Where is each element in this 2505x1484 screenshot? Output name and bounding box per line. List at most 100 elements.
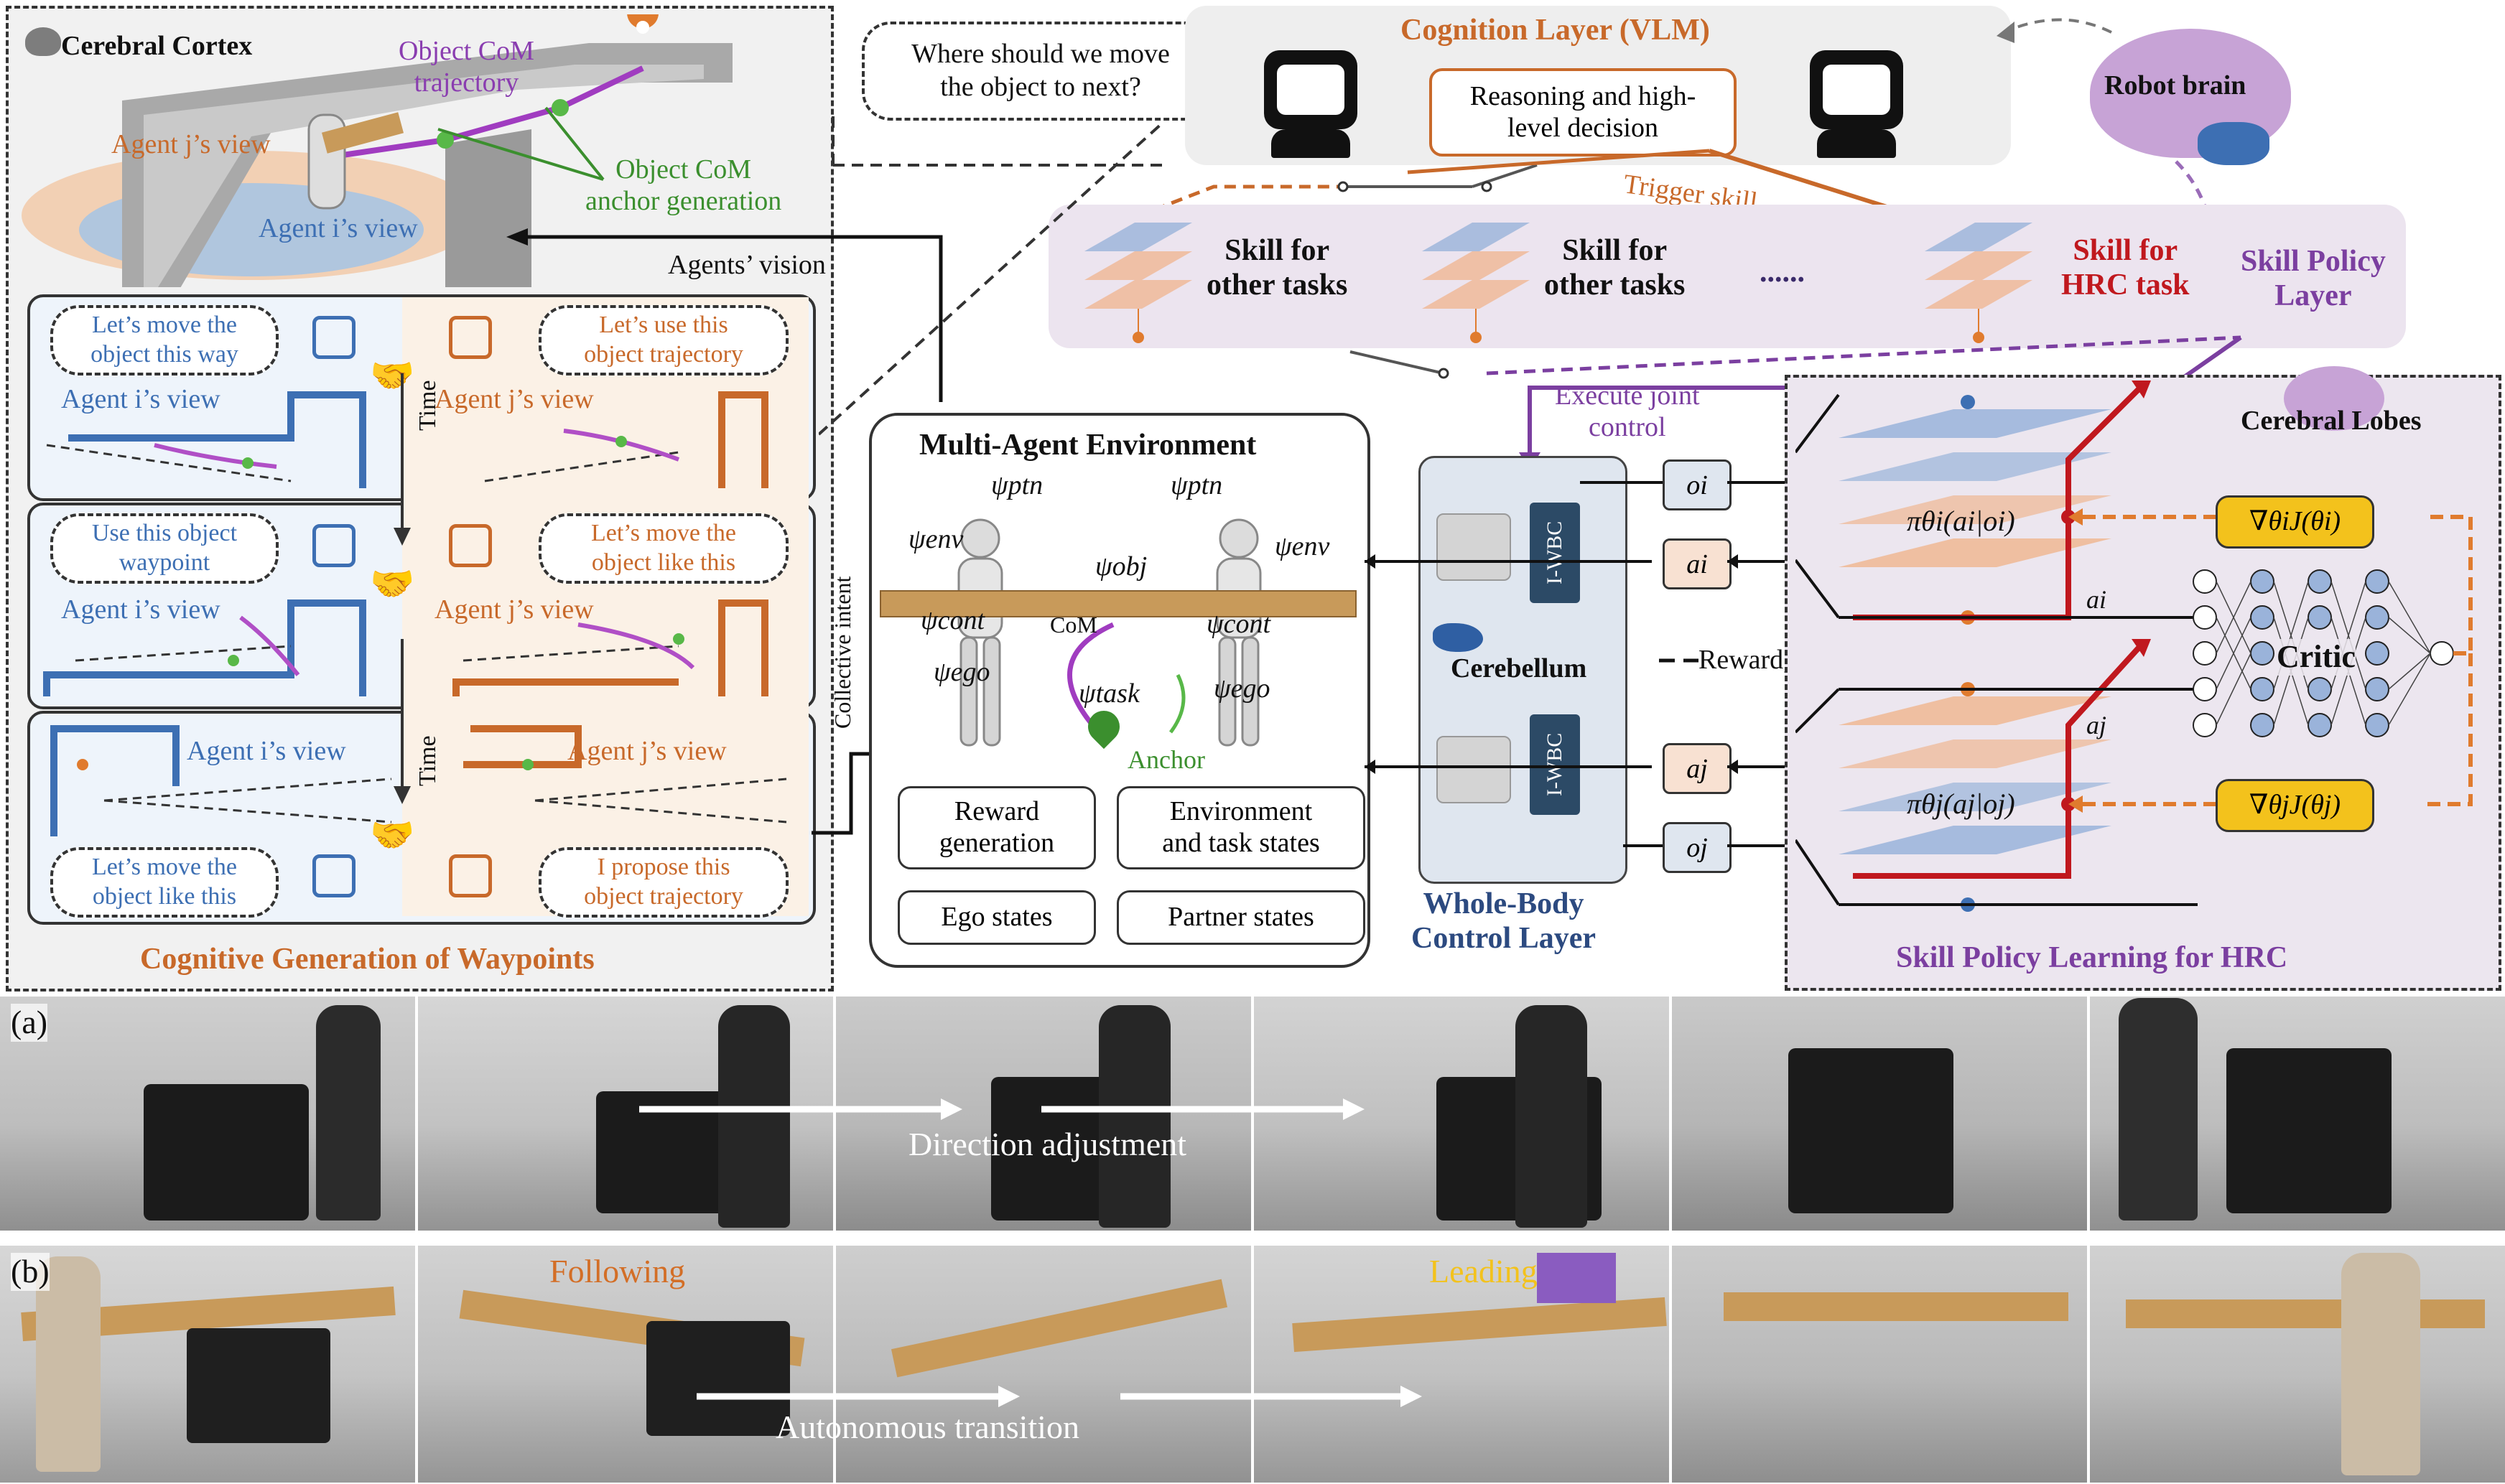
grad-j-box: ∇θjJ(θj) (2216, 779, 2374, 832)
robot-head-left-face (1277, 65, 1344, 115)
obs-o-i: oi (1663, 459, 1732, 510)
env-psi-ptn-2: ψptn (1171, 470, 1223, 500)
env-box-reward: Reward generation (898, 786, 1096, 869)
strip-a-label: (a) (11, 1004, 48, 1042)
a6-person (2119, 998, 2198, 1221)
skill-item-2: Skill for other tasks (1544, 234, 1686, 302)
row3-view-j: Agent j’s view (567, 736, 727, 766)
execute-label: Execute joint control (1555, 381, 1700, 442)
trigger-lines (1084, 149, 1983, 239)
row1-robot-i-icon (312, 316, 355, 359)
skill-nets (1084, 223, 2032, 343)
row1-view-j: Agent j’s view (434, 384, 594, 414)
cortex-title: Cerebral Cortex (61, 31, 253, 61)
skill-layer-box (1049, 205, 2406, 348)
b5-board (1724, 1292, 2068, 1321)
b2-box (646, 1321, 790, 1436)
row2-bubble-j: Let’s move the object like this (539, 513, 789, 584)
pi-i-label: πθi(ai|oi) (1907, 505, 2015, 537)
row3-view-i: Agent i’s view (187, 736, 346, 766)
question-bubble: Where should we move the object to next? (862, 22, 1219, 121)
robot-head-left-base (1271, 129, 1350, 158)
policy-a-i: ai (2086, 585, 2107, 614)
agents-vision-label: Agents’ vision (668, 250, 826, 280)
a3-person (1099, 1005, 1171, 1228)
obs-o-j: oj (1663, 822, 1732, 873)
lobes-brain-icon (2284, 366, 2384, 431)
row3-map (50, 725, 787, 836)
wbc-robot-bottom (1436, 736, 1511, 803)
grad-i-box: ∇θiJ(θi) (2216, 495, 2374, 549)
agents-vision-arrow (506, 228, 943, 402)
zoom-lines (819, 115, 1165, 436)
row1-view-i: Agent i’s view (61, 384, 220, 414)
env-box-ego: Ego states (898, 890, 1096, 945)
b6-board (2126, 1299, 2485, 1328)
b1-box (187, 1328, 330, 1443)
env-box-partner: Partner states (1117, 890, 1365, 945)
strip-a-caption: Direction adjustment (908, 1126, 1187, 1162)
robot-brain-label: Robot brain (2104, 70, 2246, 101)
env-psi-env-1: ψenv (908, 524, 964, 554)
strip-a-arrows (639, 1098, 1365, 1120)
env-psi-env-2: ψenv (1275, 531, 1330, 561)
a1-case (144, 1084, 309, 1221)
cortex-agent-j-view: Agent j’s view (111, 129, 271, 159)
policy-nets (1795, 381, 2473, 912)
brain-icon-small (25, 27, 61, 56)
row3-robot-i-icon (312, 854, 355, 897)
wbc-robot-top (1436, 513, 1511, 581)
row1-bubble-i: Let’s move the object this way (50, 305, 279, 375)
env-psi-ptn-1: ψptn (991, 470, 1044, 500)
strip-b-leading: Leading (1429, 1253, 1538, 1289)
env-psi-cont-2: ψcont (1207, 609, 1271, 639)
row2-bubble-i: Use this object waypoint (50, 513, 279, 584)
strip-b-following: Following (549, 1253, 686, 1289)
a2-person (718, 1005, 790, 1228)
robot-brain-cerebellum (2198, 122, 2269, 165)
a6-case (2226, 1048, 2392, 1213)
cognition-title: Cognition Layer (VLM) (1400, 14, 1710, 47)
time-label-1: Time (414, 380, 441, 431)
row2-view-j: Agent j’s view (434, 594, 594, 625)
learning-title: Skill Policy Learning for HRC (1896, 941, 2288, 974)
row2-view-i: Agent i’s view (61, 594, 220, 625)
env-table-board (880, 590, 1357, 617)
env-robot-right (1192, 517, 1286, 754)
waypoints-title: Cognitive Generation of Waypoints (140, 943, 595, 976)
time-label-2: Time (414, 735, 441, 786)
env-psi-ego-2: ψego (1214, 673, 1270, 704)
critic-label: Critic (2277, 639, 2356, 676)
a1-person (316, 1005, 381, 1221)
skill-item-1: Skill for other tasks (1207, 234, 1348, 302)
b6-person (2341, 1253, 2420, 1475)
row1-bubble-j: Let’s use this object trajectory (539, 305, 789, 375)
skill-layer-label: Skill Policy Layer (2241, 245, 2386, 313)
lobes-title: Cerebral Lobes (2241, 406, 2422, 436)
reasoning-box: Reasoning and high- level decision (1429, 68, 1737, 157)
pi-j-label: πθj(aj|oj) (1907, 788, 2015, 820)
strip-b-arrows (697, 1386, 1422, 1407)
row1-map (46, 391, 768, 488)
env-box (869, 413, 1370, 968)
skill-dots: ...... (1760, 256, 1805, 289)
row3-bubble-j: I propose this object trajectory (539, 847, 789, 918)
row2-robot-j-icon (449, 524, 492, 567)
strip-a (0, 994, 2505, 1231)
a4-person (1515, 1005, 1587, 1228)
strip-b-label: (b) (11, 1253, 50, 1291)
cerebellum-icon (1433, 623, 1483, 652)
row1-handshake-icon: 🤝 (370, 355, 415, 396)
strip-b-caption: Autonomous transition (776, 1409, 1079, 1445)
cortex-traj-label: Object CoM trajectory (399, 36, 534, 98)
env-robot-left (934, 517, 1027, 754)
photo-b-5 (1672, 1246, 2087, 1483)
robot-head-right-base (1817, 129, 1896, 158)
cortex-green-arrows (437, 106, 605, 181)
env-title: Multi-Agent Environment (919, 429, 1257, 462)
env-psi-ego-1: ψego (934, 657, 990, 687)
cerebellum-label: Cerebellum (1451, 653, 1587, 683)
env-psi-obj: ψobj (1095, 551, 1148, 582)
row3-bubble-i: Let’s move the object like this (50, 847, 279, 918)
env-box-env-states: Environment and task states (1117, 786, 1365, 869)
